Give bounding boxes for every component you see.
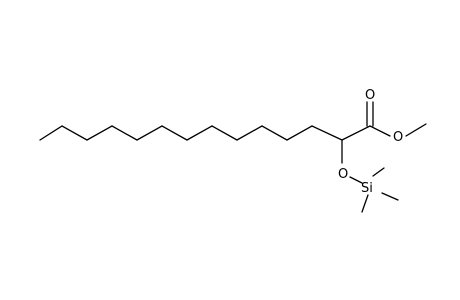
bond: [381, 192, 399, 201]
bond: [39, 125, 63, 141]
silicon-label: Si: [361, 181, 373, 196]
bond: [311, 125, 343, 141]
bond: [86, 125, 113, 141]
ether-oxygen-label: O: [338, 167, 348, 182]
bond: [349, 176, 363, 184]
carbonyl-oxygen-label: O: [365, 88, 375, 103]
bond: [369, 125, 391, 137]
bond: [61, 125, 88, 141]
bond: [405, 123, 427, 137]
bond: [111, 125, 138, 141]
bond: [261, 125, 288, 141]
bond: [286, 125, 313, 141]
bond: [236, 125, 263, 141]
bond: [161, 125, 188, 141]
bond: [186, 125, 213, 141]
ester-oxygen-label: O: [393, 130, 403, 145]
bond: [136, 125, 163, 141]
bond: [372, 167, 385, 177]
bond: [341, 125, 371, 141]
alkyl-chain: [39, 125, 343, 141]
trimethylsilyl-methyls: [361, 167, 399, 213]
bond: [361, 194, 369, 213]
carbonyl-double-bond: [366, 101, 374, 127]
bond: [211, 125, 238, 141]
